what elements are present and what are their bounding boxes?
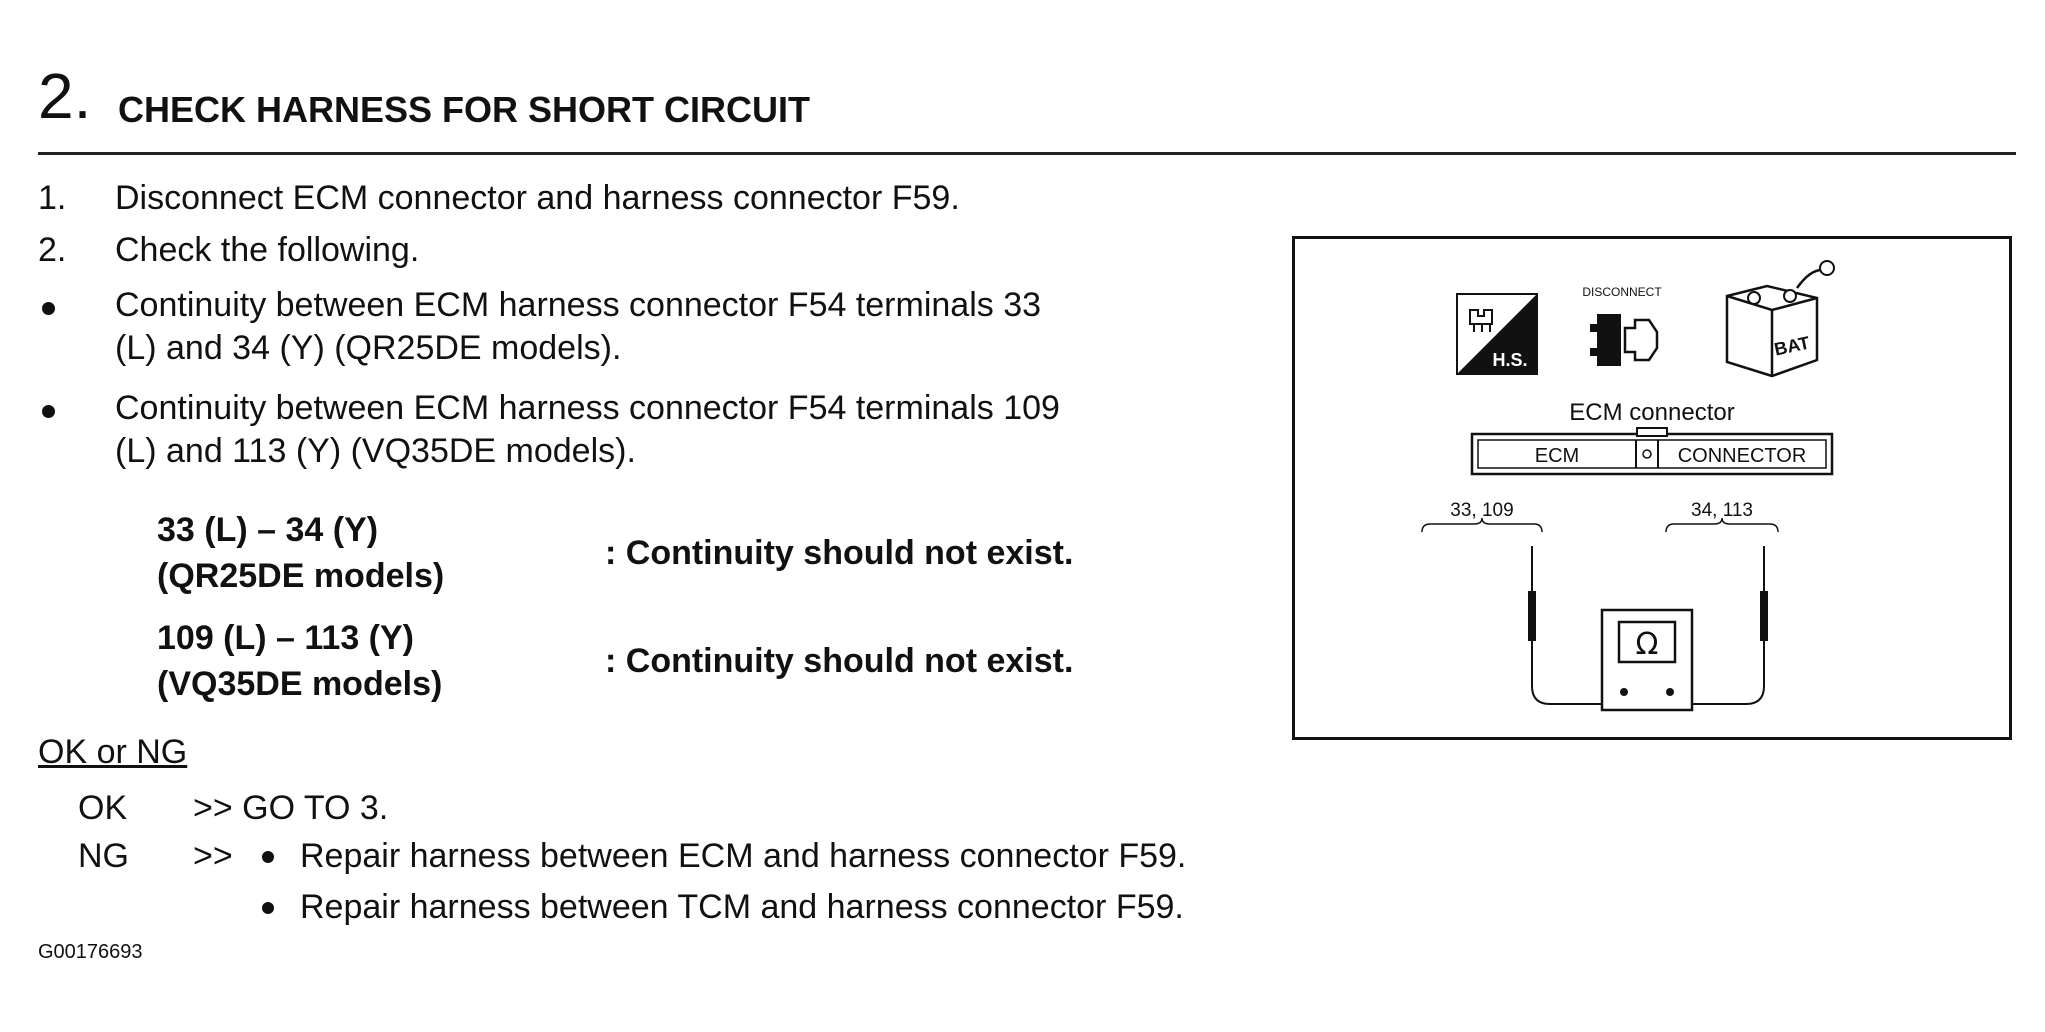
check-terminals-2: 109 (L) – 113 (Y): [157, 619, 415, 657]
bullet-line-1a: Continuity between ECM harness connector…: [115, 286, 1042, 324]
disconnect-icon: DISCONNECT: [1582, 285, 1662, 366]
ng-arrow: >>: [193, 837, 233, 875]
step-title: CHECK HARNESS FOR SHORT CIRCUIT: [118, 89, 811, 130]
probe-left: [1528, 546, 1536, 686]
disconnect-label: DISCONNECT: [1582, 285, 1662, 299]
ecm-connector-diagram: H.S. DISCONNECT BAT ECM connector ECM CO…: [1292, 236, 2012, 740]
bullet-dot-1: [42, 302, 55, 315]
check-models-2: (VQ35DE models): [157, 665, 443, 703]
terminals-left-label: 33, 109: [1450, 500, 1513, 521]
step-marker-1: 1.: [38, 179, 67, 217]
diagram-caption: ECM connector: [1569, 399, 1734, 426]
ok-ng-heading: OK or NG: [38, 733, 188, 771]
ng-action-2: Repair harness between TCM and harness c…: [300, 888, 1184, 926]
meter-symbol: Ω: [1636, 627, 1659, 662]
wire-left: [1531, 685, 1608, 705]
ok-action: >> GO TO 3.: [193, 789, 389, 827]
brace-right: [1665, 517, 1779, 533]
ecm-connector-shape: ECM CONNECTOR: [1470, 427, 1834, 476]
step-number: 2.: [38, 60, 92, 132]
ng-action-1: Repair harness between ECM and harness c…: [300, 837, 1187, 875]
check-terminals-1: 33 (L) – 34 (Y): [157, 511, 379, 549]
terminals-right-label: 34, 113: [1691, 500, 1753, 521]
brace-left: [1421, 517, 1543, 533]
check-models-1: (QR25DE models): [157, 557, 445, 595]
ng-bullet-1: [262, 851, 274, 863]
wire-right: [1688, 685, 1765, 705]
step-text-1: Disconnect ECM connector and harness con…: [115, 179, 960, 217]
ohmmeter-icon: Ω: [1600, 608, 1694, 712]
connector-right-label: CONNECTOR: [1678, 445, 1807, 467]
ok-label: OK: [78, 789, 128, 827]
ng-bullet-2: [262, 902, 274, 914]
ng-label: NG: [78, 837, 129, 875]
step-marker-2: 2.: [38, 231, 67, 269]
bullet-line-2b: (L) and 113 (Y) (VQ35DE models).: [115, 432, 636, 470]
check-result-2: : Continuity should not exist.: [605, 642, 1074, 680]
title-rule: [38, 152, 2016, 155]
step-text-2: Check the following.: [115, 231, 420, 269]
bullet-line-1b: (L) and 34 (Y) (QR25DE models).: [115, 329, 622, 367]
hs-label: H.S.: [1492, 350, 1527, 370]
harness-symbol-icon: H.S.: [1456, 293, 1538, 375]
connector-ecm-label: ECM: [1535, 445, 1579, 467]
check-result-1: : Continuity should not exist.: [605, 534, 1074, 572]
figure-id: G00176693: [38, 941, 143, 963]
battery-icon: BAT: [1725, 260, 1835, 378]
bullet-dot-2: [42, 405, 55, 418]
bullet-line-2a: Continuity between ECM harness connector…: [115, 389, 1060, 427]
probe-right: [1760, 546, 1768, 686]
